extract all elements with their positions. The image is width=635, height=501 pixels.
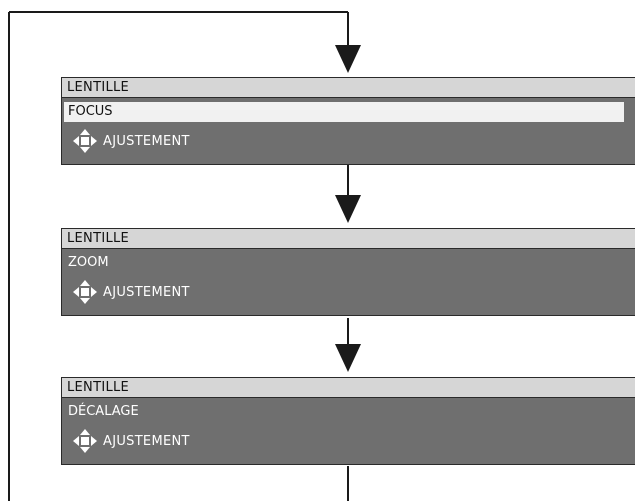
menu-panel-focus: LENTILLE FOCUS AJUSTEMENT xyxy=(61,77,635,165)
adjust-row[interactable]: AJUSTEMENT xyxy=(72,128,190,154)
menu-item-decalage[interactable]: DÉCALAGE xyxy=(68,404,139,419)
menu-header: LENTILLE xyxy=(62,229,635,249)
adjust-label: AJUSTEMENT xyxy=(103,433,190,449)
arrow-down-icon xyxy=(335,344,361,372)
adjust-row[interactable]: AJUSTEMENT xyxy=(72,279,190,305)
menu-item-zoom[interactable]: ZOOM xyxy=(68,255,109,270)
adjust-label: AJUSTEMENT xyxy=(103,133,190,149)
four-way-arrows-icon xyxy=(73,429,97,453)
adjust-label: AJUSTEMENT xyxy=(103,284,190,300)
menu-panel-zoom: LENTILLE ZOOM AJUSTEMENT xyxy=(61,228,635,316)
arrow-down-icon xyxy=(335,195,361,223)
adjust-row[interactable]: AJUSTEMENT xyxy=(72,428,190,454)
four-way-arrows-icon xyxy=(73,129,97,153)
four-way-arrows-icon xyxy=(73,280,97,304)
menu-item-focus[interactable]: FOCUS xyxy=(64,102,624,122)
menu-header: LENTILLE xyxy=(62,378,635,398)
arrow-down-icon xyxy=(335,45,361,73)
menu-header: LENTILLE xyxy=(62,78,635,98)
menu-panel-decalage: LENTILLE DÉCALAGE AJUSTEMENT xyxy=(61,377,635,465)
